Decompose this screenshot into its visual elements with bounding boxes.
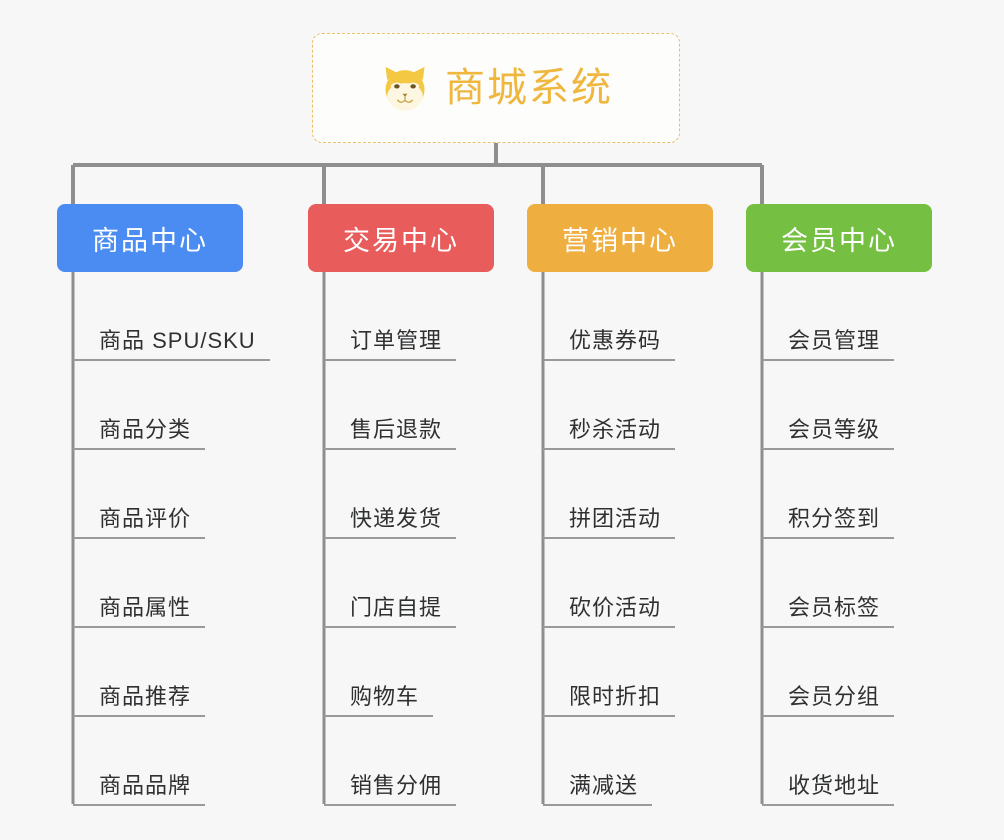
category-header-2[interactable]: 交易中心: [308, 204, 494, 272]
shiba-dog-icon: [379, 62, 431, 114]
leaf-item-label: 收货地址: [762, 773, 895, 806]
leaf-item-label: 会员等级: [762, 417, 895, 450]
leaf-item-label: 销售分佣: [324, 773, 457, 806]
category-header-4[interactable]: 会员中心: [746, 204, 932, 272]
leaf-item[interactable]: 商品分类: [73, 361, 243, 450]
leaf-item-label: 拼团活动: [543, 506, 676, 539]
leaf-item-label: 门店自提: [324, 595, 457, 628]
leaf-item-label: 砍价活动: [543, 595, 676, 628]
leaf-item-label: 商品 SPU/SKU: [73, 328, 270, 361]
leaf-item[interactable]: 快递发货: [324, 450, 494, 539]
leaf-item[interactable]: 商品 SPU/SKU: [73, 272, 270, 361]
leaf-item[interactable]: 会员管理: [762, 272, 932, 361]
leaf-item[interactable]: 商品品牌: [73, 717, 243, 806]
leaf-item-label: 商品评价: [73, 506, 206, 539]
leaf-item-label: 会员分组: [762, 684, 895, 717]
leaf-item-label: 订单管理: [324, 328, 457, 361]
leaf-item[interactable]: 优惠券码: [543, 272, 713, 361]
category-column-4: 会员中心会员管理会员等级积分签到会员标签会员分组收货地址: [746, 204, 932, 806]
leaf-item[interactable]: 订单管理: [324, 272, 494, 361]
leaf-item[interactable]: 售后退款: [324, 361, 494, 450]
leaf-item-label: 商品推荐: [73, 684, 206, 717]
leaf-item[interactable]: 门店自提: [324, 539, 494, 628]
leaf-item[interactable]: 购物车: [324, 628, 494, 717]
leaf-item[interactable]: 砍价活动: [543, 539, 713, 628]
leaf-item-label: 积分签到: [762, 506, 895, 539]
category-header-1[interactable]: 商品中心: [57, 204, 243, 272]
category-column-1: 商品中心商品 SPU/SKU 商品分类商品评价商品属性商品推荐商品品牌: [57, 204, 270, 806]
leaf-item[interactable]: 会员标签: [762, 539, 932, 628]
leaf-item-label: 商品分类: [73, 417, 206, 450]
leaf-list-1: 商品 SPU/SKU 商品分类商品评价商品属性商品推荐商品品牌: [57, 272, 270, 806]
root-title: 商城系统: [445, 66, 613, 110]
leaf-item[interactable]: 秒杀活动: [543, 361, 713, 450]
leaf-item[interactable]: 商品属性: [73, 539, 243, 628]
leaf-item[interactable]: 收货地址: [762, 717, 932, 806]
leaf-item[interactable]: 商品推荐: [73, 628, 243, 717]
leaf-item[interactable]: 会员等级: [762, 361, 932, 450]
leaf-list-4: 会员管理会员等级积分签到会员标签会员分组收货地址: [746, 272, 932, 806]
leaf-list-3: 优惠券码秒杀活动拼团活动砍价活动限时折扣满减送: [527, 272, 713, 806]
leaf-item[interactable]: 限时折扣: [543, 628, 713, 717]
root-node[interactable]: 商城系统: [312, 33, 680, 143]
leaf-item[interactable]: 拼团活动: [543, 450, 713, 539]
leaf-item-label: 售后退款: [324, 417, 457, 450]
leaf-list-2: 订单管理售后退款快递发货门店自提购物车销售分佣: [308, 272, 494, 806]
category-column-2: 交易中心订单管理售后退款快递发货门店自提购物车销售分佣: [308, 204, 494, 806]
leaf-item-label: 满减送: [543, 773, 653, 806]
leaf-item-label: 购物车: [324, 684, 434, 717]
leaf-item[interactable]: 商品评价: [73, 450, 243, 539]
category-header-3[interactable]: 营销中心: [527, 204, 713, 272]
leaf-item[interactable]: 积分签到: [762, 450, 932, 539]
leaf-item-label: 优惠券码: [543, 328, 676, 361]
category-column-3: 营销中心优惠券码秒杀活动拼团活动砍价活动限时折扣满减送: [527, 204, 713, 806]
leaf-item-label: 限时折扣: [543, 684, 676, 717]
leaf-item-label: 商品属性: [73, 595, 206, 628]
leaf-item-label: 秒杀活动: [543, 417, 676, 450]
leaf-item[interactable]: 满减送: [543, 717, 713, 806]
leaf-item[interactable]: 销售分佣: [324, 717, 494, 806]
leaf-item[interactable]: 会员分组: [762, 628, 932, 717]
leaf-item-label: 会员管理: [762, 328, 895, 361]
leaf-item-label: 快递发货: [324, 506, 457, 539]
leaf-item-label: 商品品牌: [73, 773, 206, 806]
leaf-item-label: 会员标签: [762, 595, 895, 628]
